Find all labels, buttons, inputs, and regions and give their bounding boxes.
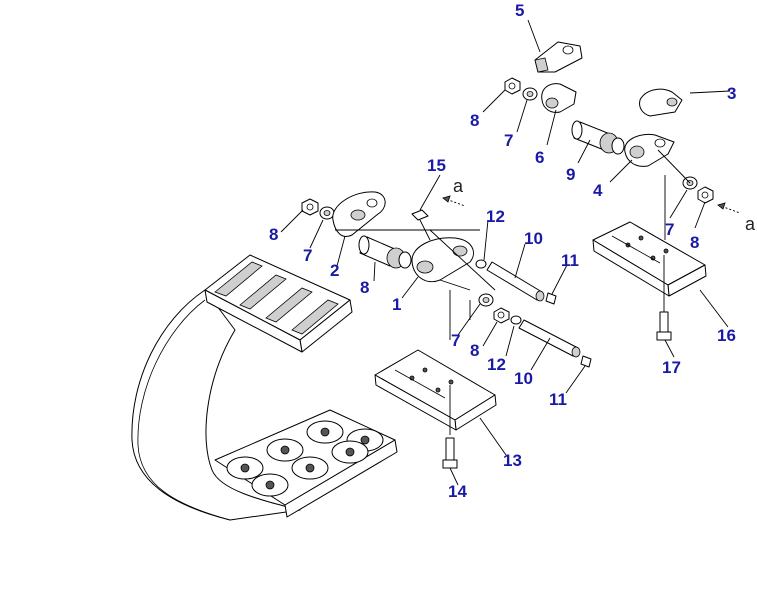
washer-7-left bbox=[319, 206, 335, 220]
callout-8-left: 8 bbox=[269, 225, 278, 244]
marker-a-right: a bbox=[745, 214, 756, 234]
washer-7-center bbox=[478, 293, 494, 307]
master-link-half-3 bbox=[639, 88, 683, 117]
callout-7-right: 7 bbox=[665, 220, 674, 239]
callout-10-upper: 10 bbox=[524, 229, 543, 248]
direction-arrow-a-left bbox=[442, 195, 466, 207]
callout-11-lower: 11 bbox=[549, 390, 567, 409]
cap-11-lower bbox=[580, 355, 592, 368]
shoe-plate-16 bbox=[592, 221, 707, 297]
callout-8-right: 8 bbox=[690, 233, 699, 252]
bushing-12-lower bbox=[510, 315, 522, 325]
bushing-12-upper bbox=[475, 259, 487, 269]
master-link-half-5 bbox=[534, 41, 583, 73]
callout-16: 16 bbox=[717, 326, 736, 345]
callout-14: 14 bbox=[448, 482, 467, 501]
washer-7-upper bbox=[522, 87, 538, 101]
marker-a-left: a bbox=[453, 176, 464, 196]
callout-15: 15 bbox=[427, 156, 446, 175]
callout-labels: 5 3 8 7 6 9 4 7 8 a 15 a 12 10 11 8 7 2 … bbox=[269, 1, 756, 501]
pin-10-upper bbox=[486, 261, 545, 302]
master-link-6 bbox=[541, 83, 577, 113]
shoe-plate-13 bbox=[374, 349, 497, 431]
callout-4: 4 bbox=[593, 181, 603, 200]
callout-9-left: 8 bbox=[360, 278, 369, 297]
callout-6: 6 bbox=[535, 148, 544, 167]
nut-8-right bbox=[697, 186, 714, 204]
pin-10-lower bbox=[518, 319, 581, 358]
pin-9-left bbox=[358, 235, 412, 269]
callout-17: 17 bbox=[662, 358, 681, 377]
bolt-14 bbox=[442, 385, 458, 469]
callout-1: 1 bbox=[392, 295, 401, 314]
callout-10-lower: 10 bbox=[514, 369, 533, 388]
callout-9-right: 9 bbox=[566, 165, 575, 184]
callout-5: 5 bbox=[515, 1, 524, 20]
callout-11-upper: 11 bbox=[561, 251, 579, 270]
cap-11-upper bbox=[545, 292, 557, 305]
callout-7-center: 7 bbox=[451, 331, 460, 350]
callout-13: 13 bbox=[503, 451, 522, 470]
callout-8-center: 8 bbox=[470, 341, 479, 360]
callout-8-upper: 8 bbox=[470, 111, 479, 130]
link-1 bbox=[411, 237, 474, 283]
nut-8-center bbox=[493, 307, 510, 324]
pin-9-right bbox=[571, 120, 625, 155]
nut-8-left bbox=[301, 198, 319, 216]
direction-arrow-a-right bbox=[717, 202, 741, 214]
callout-7-upper: 7 bbox=[504, 131, 513, 150]
callout-2: 2 bbox=[330, 261, 339, 280]
track-loop bbox=[131, 254, 398, 521]
callout-leaders bbox=[280, 19, 731, 486]
link-2 bbox=[332, 191, 386, 237]
callout-12-lower: 12 bbox=[487, 355, 506, 374]
callout-3: 3 bbox=[727, 84, 736, 103]
master-link-4 bbox=[624, 133, 675, 167]
bolt-15 bbox=[411, 209, 431, 241]
bolt-17 bbox=[656, 255, 672, 341]
callout-7-left: 7 bbox=[303, 246, 312, 265]
callout-12-upper: 12 bbox=[486, 207, 505, 226]
nut-8-upper bbox=[504, 77, 521, 95]
track-link-pair bbox=[226, 420, 384, 497]
